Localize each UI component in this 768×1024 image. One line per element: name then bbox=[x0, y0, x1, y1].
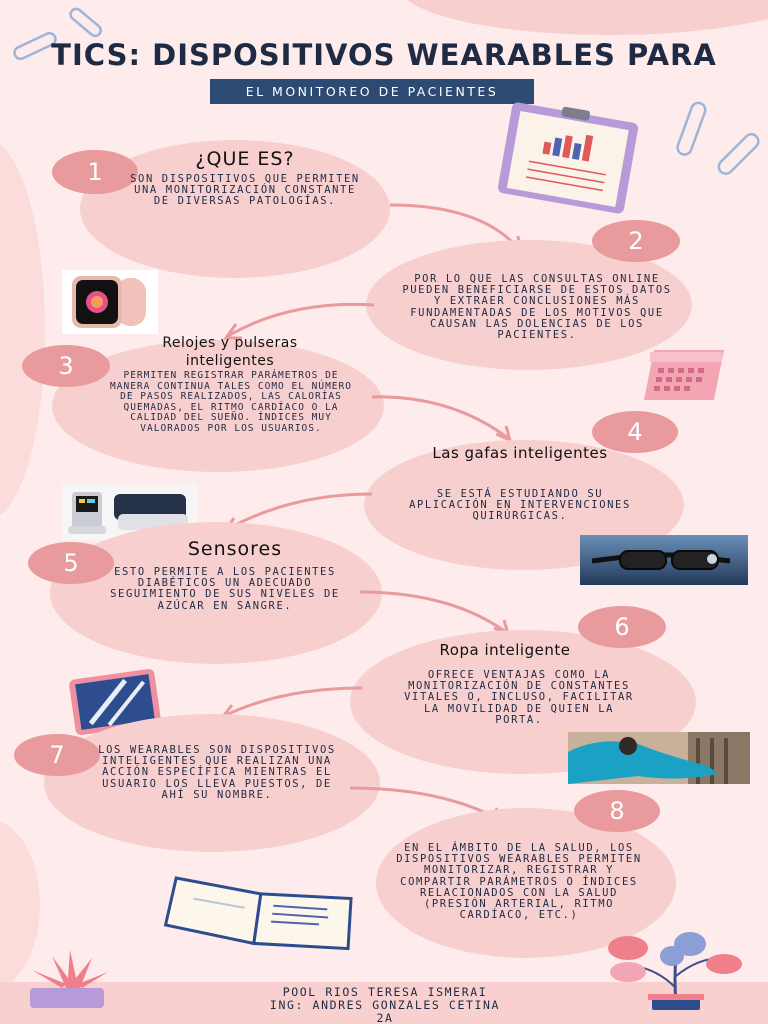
smart-glasses-image bbox=[580, 535, 748, 585]
paperclip-icon bbox=[69, 7, 103, 38]
plant-icon bbox=[608, 932, 742, 1010]
step-3-text: PERMITEN REGISTRAR PARÁMETROS DE MANERA … bbox=[110, 370, 352, 434]
step-5-text: ESTO PERMITE A LOS PACIENTES DIABÉTICOS … bbox=[110, 566, 340, 612]
step-1-heading: ¿QUE ES? bbox=[195, 148, 295, 170]
paperclip-icon bbox=[13, 31, 57, 61]
smartwatch-icon bbox=[62, 270, 158, 334]
plant-icon bbox=[30, 950, 108, 1008]
step-6-heading: Ropa inteligente bbox=[439, 641, 571, 659]
footer-author: POOL RIOS TERESA ISMERAI bbox=[282, 985, 488, 999]
footer-group: 2A bbox=[376, 1011, 394, 1024]
step-6-number: 6 bbox=[578, 606, 666, 648]
clipboard-chart-icon bbox=[497, 102, 639, 214]
footer-teacher: ING: ANDRES GONZALES CETINA bbox=[269, 998, 501, 1012]
step-8-text: EN EL ÁMBITO DE LA SALUD, LOS DISPOSITIV… bbox=[396, 842, 642, 922]
step-4-text: SE ESTÁ ESTUDIANDO SU APLICACIÓN EN INTE… bbox=[409, 488, 631, 523]
subtitle-banner: EL MONITOREO DE PACIENTES bbox=[210, 79, 534, 104]
step-2-text: POR LO QUE LAS CONSULTAS ONLINE PUEDEN B… bbox=[402, 273, 672, 342]
step-8-bubble bbox=[376, 808, 676, 958]
step-6-text: OFRECE VENTAJAS COMO LA MONITORIZACIÓN D… bbox=[404, 669, 634, 726]
step-5-bubble bbox=[50, 522, 382, 664]
step-5-heading: Sensores bbox=[187, 538, 283, 560]
tablet-icon bbox=[69, 669, 161, 735]
calendar-icon bbox=[644, 350, 724, 400]
paperclip-icon bbox=[717, 133, 760, 175]
step-1-text: SON DISPOSITIVOS QUE PERMITEN UNA MONITO… bbox=[130, 173, 360, 208]
step-7-number: 7 bbox=[14, 734, 100, 776]
open-book-icon bbox=[163, 876, 353, 951]
step-7-bubble bbox=[44, 714, 380, 852]
step-3-heading: Relojes y pulseras inteligentes bbox=[162, 335, 298, 369]
step-7-text: LOS WEARABLES SON DISPOSITIVOS INTELIGEN… bbox=[98, 744, 336, 801]
page-title: TICS: DISPOSITIVOS WEARABLES PARA bbox=[51, 38, 717, 72]
step-4-number: 4 bbox=[592, 411, 678, 453]
step-4-heading: Las gafas inteligentes bbox=[432, 444, 608, 462]
step-2-number: 2 bbox=[592, 220, 680, 262]
step-1-number: 1 bbox=[52, 150, 138, 194]
paperclip-icon bbox=[676, 101, 707, 156]
step-8-number: 8 bbox=[574, 790, 660, 832]
footer-band bbox=[0, 982, 768, 1024]
step-3-number: 3 bbox=[22, 345, 110, 387]
footer-credits: POOL RIOS TERESA ISMERAI ING: ANDRES GON… bbox=[160, 986, 610, 1024]
smart-clothing-image bbox=[568, 732, 750, 784]
step-5-number: 5 bbox=[28, 542, 114, 584]
